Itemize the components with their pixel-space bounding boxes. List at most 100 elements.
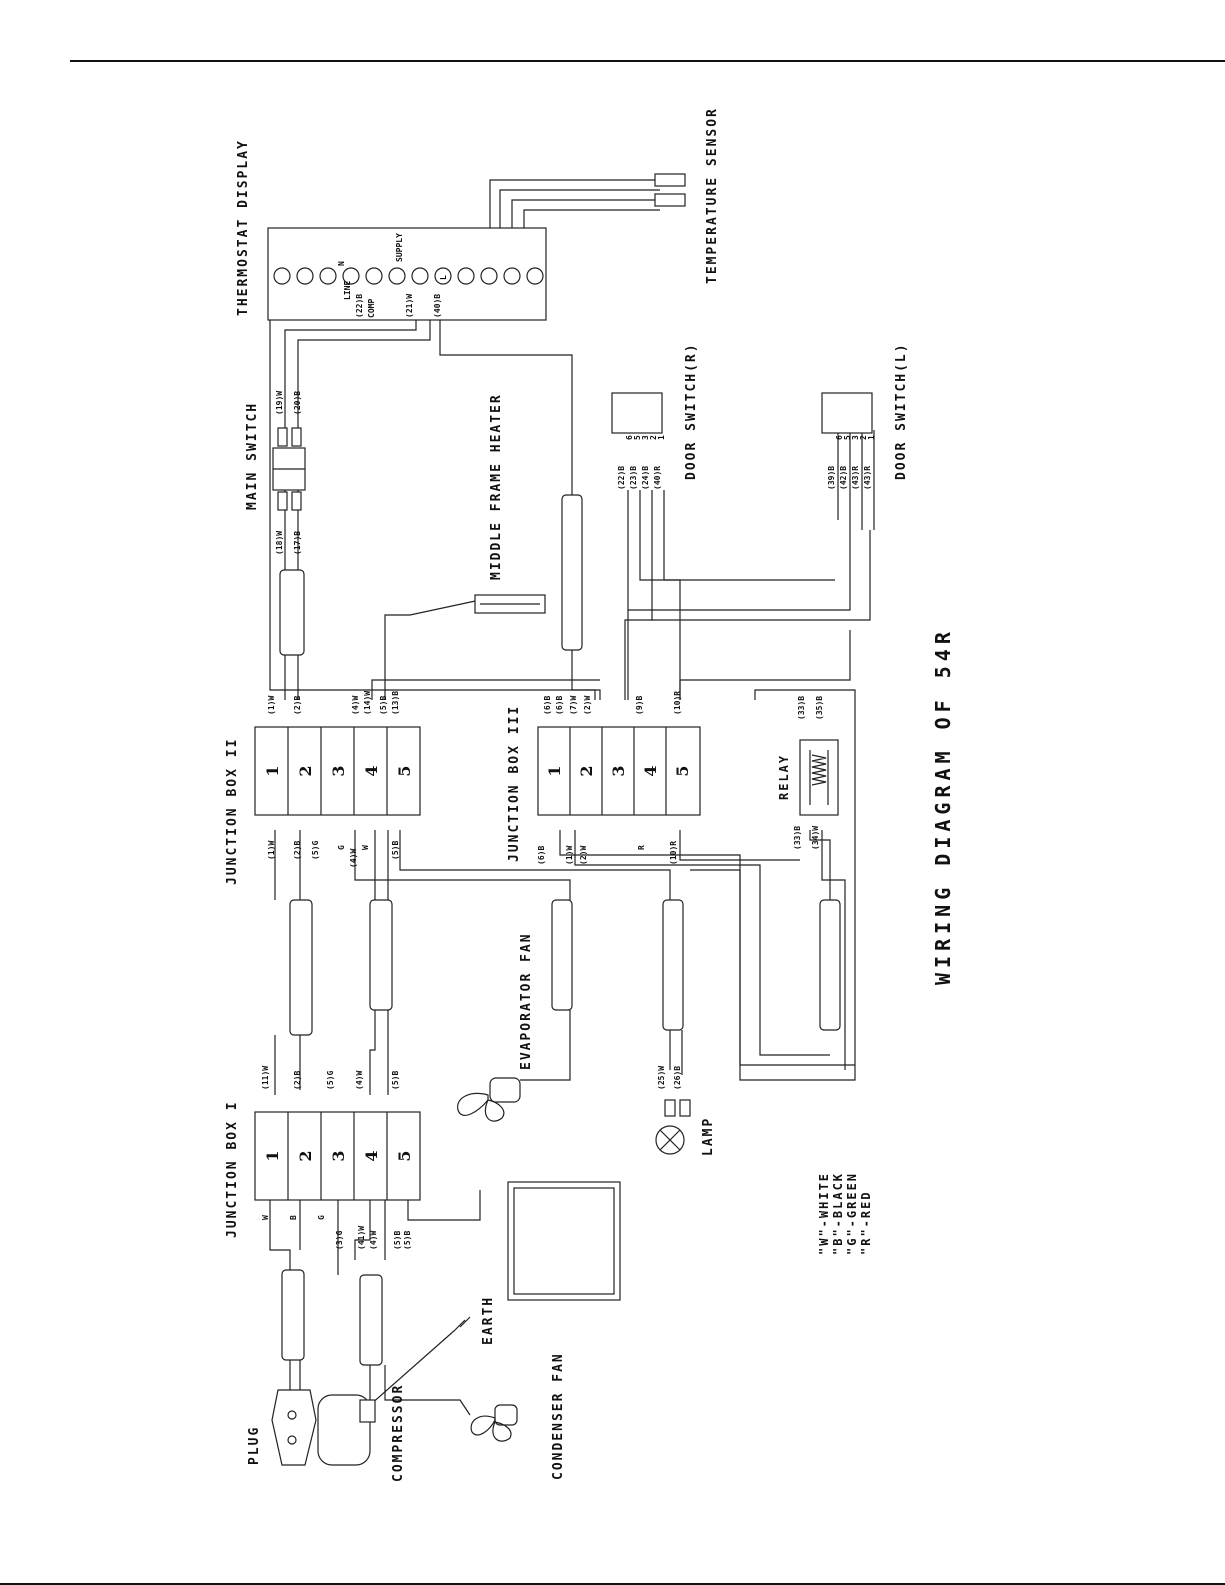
thermostat-b22-label: (22)B bbox=[355, 294, 364, 318]
diagram-title: WIRING DIAGRAM OF 54R bbox=[931, 627, 955, 985]
door-switch-l-wire-39b: (39)B bbox=[827, 466, 836, 490]
earth-label: EARTH bbox=[481, 1296, 496, 1345]
svg-text:4: 4 bbox=[362, 765, 381, 776]
color-legend: "W"-WHITE "B"-BLACK "G"-GREEN "R"-RED bbox=[817, 1172, 873, 1255]
door-switch-l-wire-43r: (43)R bbox=[851, 466, 860, 490]
lamp-label: LAMP bbox=[701, 1117, 716, 1156]
thermostat-comp-label: COMP bbox=[367, 299, 376, 318]
svg-text:(6)B: (6)B bbox=[543, 696, 552, 715]
compressor: COMPRESSOR bbox=[317, 1384, 406, 1482]
legend-red: "R"-RED bbox=[859, 1190, 873, 1255]
svg-text:2: 2 bbox=[859, 435, 868, 440]
svg-text:3: 3 bbox=[329, 765, 348, 776]
svg-text:(7)W: (7)W bbox=[569, 696, 578, 715]
svg-text:(13)B: (13)B bbox=[391, 691, 400, 715]
svg-text:G: G bbox=[317, 1215, 326, 1220]
bottom-rule bbox=[0, 1583, 1225, 1585]
svg-text:(34)W: (34)W bbox=[811, 826, 820, 850]
svg-text:(2)W: (2)W bbox=[579, 846, 588, 865]
svg-text:(1)W: (1)W bbox=[267, 841, 276, 860]
door-switch-r-wire-24b: (24)B bbox=[641, 466, 650, 490]
plug-label: PLUG bbox=[247, 1426, 262, 1465]
door-switch-r-wire-23b: (23)B bbox=[629, 466, 638, 490]
thermostat-supply-label: SUPPLY bbox=[395, 233, 404, 262]
svg-text:(1)W: (1)W bbox=[565, 846, 574, 865]
svg-text:W: W bbox=[261, 1215, 270, 1220]
evaporator-fan-label: EVAPORATOR FAN bbox=[519, 932, 534, 1070]
door-switch-l-label: DOOR SWITCH(L) bbox=[894, 342, 909, 480]
top-rule bbox=[70, 60, 1225, 62]
svg-text:R: R bbox=[637, 845, 646, 850]
svg-text:G: G bbox=[337, 845, 346, 850]
svg-text:6: 6 bbox=[835, 435, 844, 440]
main-switch-wire-20b: (20)B bbox=[293, 391, 302, 415]
junction-box-2: 1 2 3 4 5 (1)W (2)B (4)W (14)W (5)B (13)… bbox=[225, 691, 421, 885]
svg-text:(6)B: (6)B bbox=[537, 846, 546, 865]
svg-text:2: 2 bbox=[649, 435, 658, 440]
svg-text:(41)W: (41)W bbox=[357, 1226, 366, 1250]
svg-text:2: 2 bbox=[296, 1150, 315, 1161]
main-switch-wire-18w: (18)W bbox=[275, 531, 284, 555]
svg-text:5: 5 bbox=[843, 435, 852, 440]
svg-text:(5)B: (5)B bbox=[391, 1071, 400, 1090]
svg-text:2: 2 bbox=[577, 765, 596, 776]
svg-text:5: 5 bbox=[673, 765, 692, 776]
junction-box-2-label: JUNCTION BOX II bbox=[225, 738, 240, 885]
compressor-label: COMPRESSOR bbox=[391, 1384, 406, 1482]
plug: PLUG bbox=[247, 1389, 317, 1466]
svg-text:1: 1 bbox=[867, 435, 876, 440]
svg-text:3: 3 bbox=[641, 435, 650, 440]
svg-text:5: 5 bbox=[395, 765, 414, 776]
main-switch-wire-19w: (19)W bbox=[275, 391, 284, 415]
evaporator-fan: EVAPORATOR FAN bbox=[457, 932, 534, 1122]
main-switch-wire-17b: (17)B bbox=[293, 531, 302, 555]
door-switch-l-wire-42b: (42)B bbox=[839, 466, 848, 490]
svg-text:4: 4 bbox=[641, 765, 660, 776]
door-switch-l: 6 5 3 2 1 (39)B (42)B (43)R (43)R DOOR S… bbox=[821, 342, 909, 490]
svg-text:(5)B: (5)B bbox=[393, 1231, 402, 1250]
legend-green: "G"-GREEN bbox=[845, 1172, 859, 1255]
junction-box-1: 1 2 3 4 5 (11)W (2)B (5)G (4)W (5)B W B … bbox=[225, 1066, 421, 1250]
junction-box-3-label: JUNCTION BOX III bbox=[507, 705, 522, 862]
thermostat-n-label: N bbox=[337, 261, 346, 266]
svg-text:B: B bbox=[289, 1215, 298, 1220]
earth: EARTH bbox=[454, 1296, 496, 1345]
svg-text:(2)B: (2)B bbox=[293, 841, 302, 860]
svg-text:(2)B: (2)B bbox=[293, 696, 302, 715]
temperature-sensor: TEMPERATURE SENSOR bbox=[654, 107, 720, 284]
svg-text:(10)R: (10)R bbox=[673, 691, 682, 715]
legend-white: "W"-WHITE bbox=[817, 1172, 831, 1255]
svg-text:(4)W: (4)W bbox=[355, 1071, 364, 1090]
middle-frame-heater: MIDDLE FRAME HEATER bbox=[474, 393, 546, 614]
wires bbox=[269, 179, 875, 1416]
svg-text:(3)G: (3)G bbox=[335, 1231, 344, 1250]
thermostat-display: LINE (22)B COMP (21)W (40)B SUPPLY N L T… bbox=[236, 139, 547, 321]
door-switch-r-wire-22b: (22)B bbox=[617, 466, 626, 490]
svg-text:(1)W: (1)W bbox=[267, 696, 276, 715]
thermostat-line-label: LINE bbox=[343, 281, 352, 300]
svg-text:W: W bbox=[361, 845, 370, 850]
svg-text:(33)B: (33)B bbox=[797, 696, 806, 720]
svg-text:(14)W: (14)W bbox=[363, 691, 372, 715]
legend-black: "B"-BLACK bbox=[831, 1172, 845, 1255]
svg-text:(5)B: (5)B bbox=[391, 841, 400, 860]
main-switch: (19)W (20)B (18)W (17)B MAIN SWITCH bbox=[245, 391, 306, 555]
lamp: (25)W (26)B LAMP bbox=[655, 1066, 716, 1156]
svg-text:(9)B: (9)B bbox=[635, 696, 644, 715]
svg-text:5: 5 bbox=[395, 1150, 414, 1161]
door-switch-r: 6 5 3 2 1 (22)B (23)B (24)B (40)R DOOR S… bbox=[611, 342, 699, 490]
svg-text:1: 1 bbox=[263, 765, 282, 776]
door-switch-r-label: DOOR SWITCH(R) bbox=[684, 342, 699, 480]
svg-text:(5)B: (5)B bbox=[403, 1231, 412, 1250]
thermostat-terminals bbox=[273, 267, 544, 285]
svg-text:3: 3 bbox=[609, 765, 628, 776]
door-switch-l-wire-43r-2: (43)R bbox=[863, 466, 872, 490]
junction-box-3: 1 2 3 4 5 (6)B (6)B (7)W (2)W (9)B (10)R… bbox=[507, 691, 701, 865]
svg-text:1: 1 bbox=[263, 1150, 282, 1161]
svg-text:(10)R: (10)R bbox=[669, 841, 678, 865]
heater-loop bbox=[507, 1181, 621, 1301]
svg-text:3: 3 bbox=[851, 435, 860, 440]
junction-box-1-label: JUNCTION BOX I bbox=[225, 1100, 240, 1238]
